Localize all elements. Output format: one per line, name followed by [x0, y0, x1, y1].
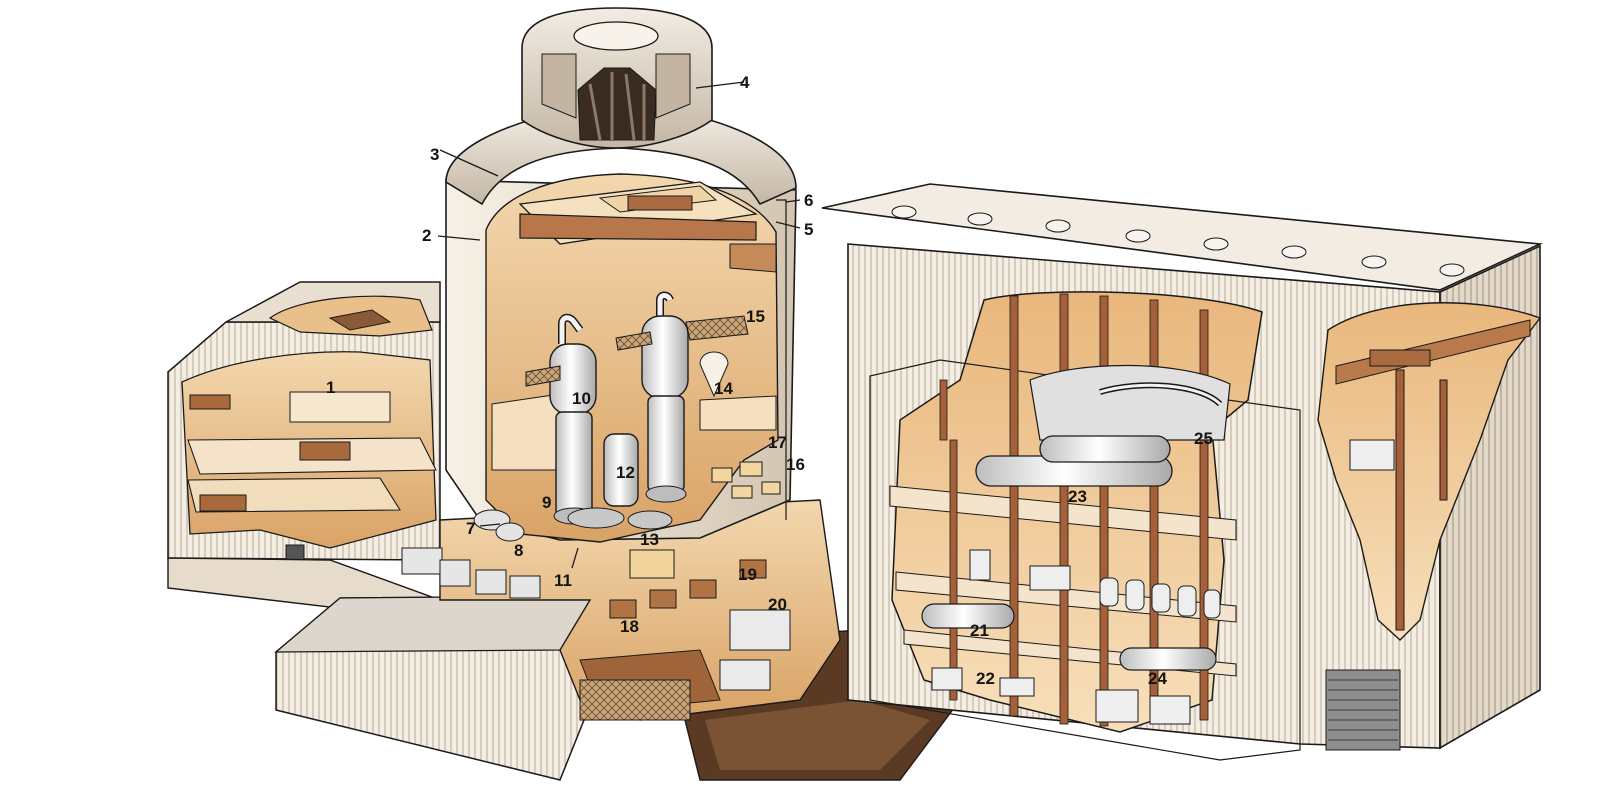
label-2: 2 [422, 226, 431, 245]
label-16: 16 [786, 455, 805, 474]
label-4: 4 [740, 73, 750, 92]
label-20: 20 [768, 595, 787, 614]
storage-tanks [969, 549, 1221, 619]
label-14: 14 [714, 379, 733, 398]
label-7: 7 [466, 519, 475, 538]
label-8: 8 [514, 541, 523, 560]
label-15: 15 [746, 307, 765, 326]
label-6: 6 [804, 191, 813, 210]
label-19: 19 [738, 565, 757, 584]
label-5: 5 [804, 220, 813, 239]
leader-lines [437, 81, 801, 569]
turbine-building [821, 183, 1544, 761]
auxiliary-building [167, 281, 441, 621]
label-25: 25 [1194, 429, 1213, 448]
label-13: 13 [640, 530, 659, 549]
label-1: 1 [326, 378, 335, 397]
label-23: 23 [1068, 487, 1087, 506]
structural-columns [939, 293, 1209, 727]
label-12: 12 [616, 463, 635, 482]
label-3: 3 [430, 145, 439, 164]
label-11: 11 [554, 571, 572, 590]
label-9: 9 [542, 493, 551, 512]
lower-equipment-rooms [401, 499, 841, 721]
label-17: 17 [768, 433, 787, 452]
label-10: 10 [572, 389, 591, 408]
label-22: 22 [976, 669, 995, 688]
containment-building [445, 7, 797, 543]
battery-cells [401, 547, 541, 599]
foundation-block [274, 595, 602, 781]
label-18: 18 [620, 617, 639, 636]
label-24: 24 [1148, 669, 1167, 688]
roof-vents [891, 205, 1465, 277]
callout-labels: 1 2 3 4 5 6 7 8 9 10 11 12 13 14 15 16 1… [326, 73, 1213, 688]
steam-generator-left [549, 313, 597, 525]
steam-generator-right [641, 291, 689, 503]
label-21: 21 [970, 621, 989, 640]
